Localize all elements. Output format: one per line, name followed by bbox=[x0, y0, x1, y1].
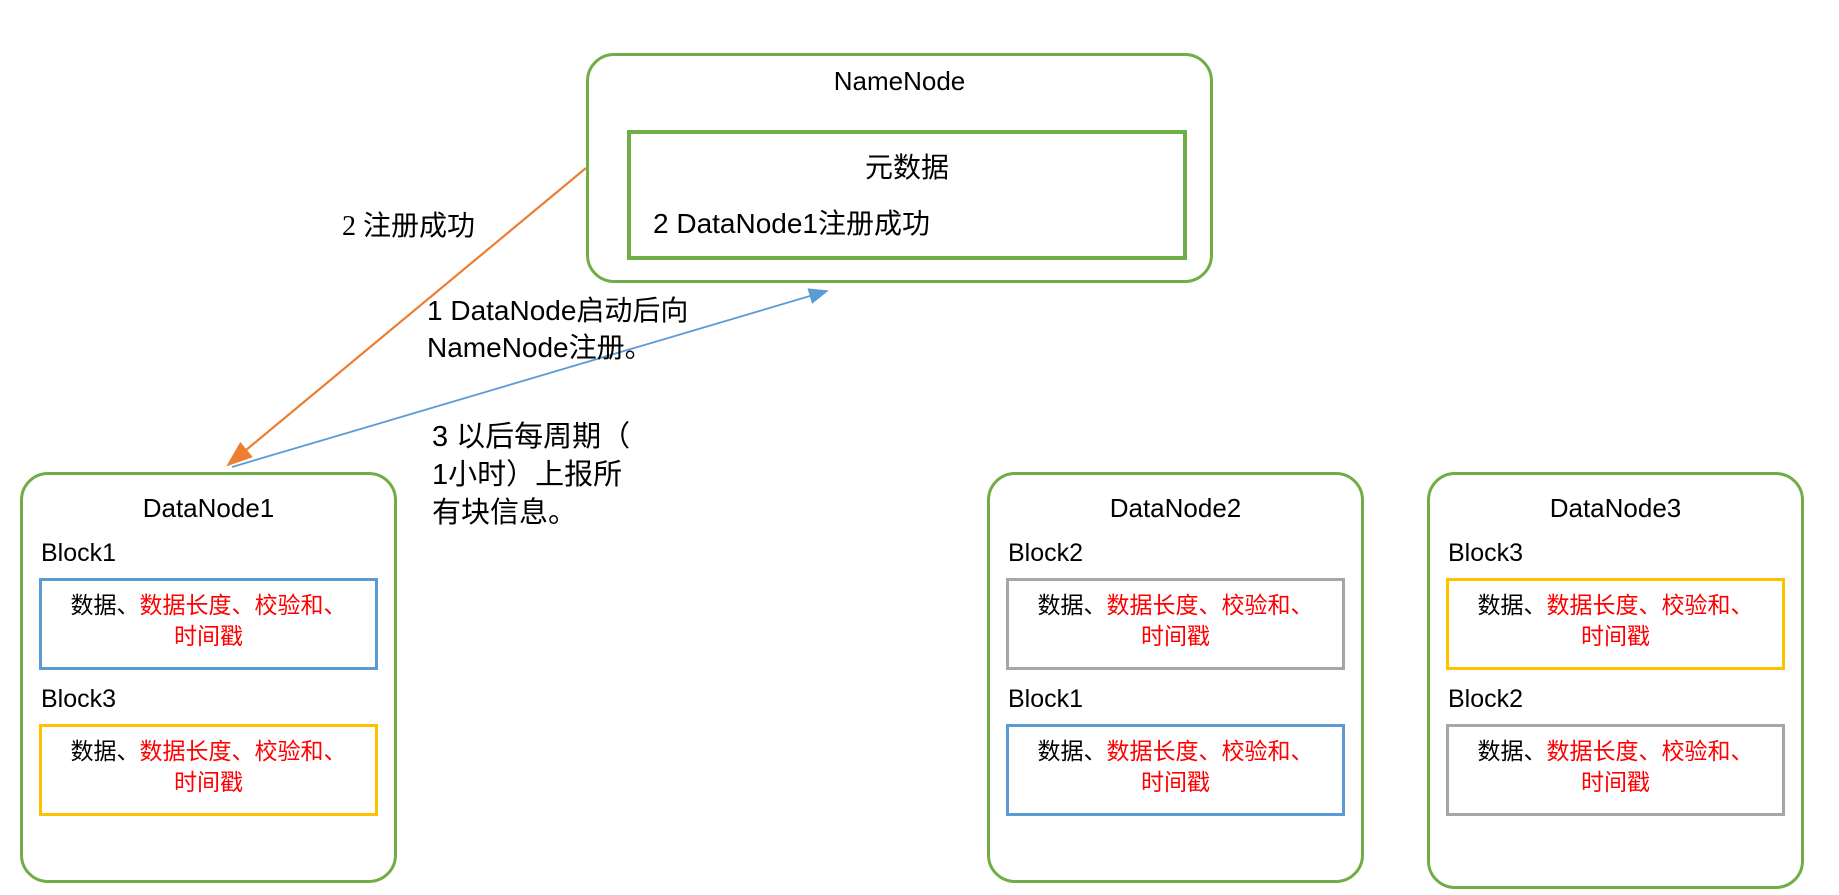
block-content-prefix: 数据、 bbox=[70, 738, 140, 764]
metadata-box: 元数据 2 DataNode1注册成功 bbox=[627, 130, 1187, 260]
block-content-line1: 数据、数据长度、校验和、 bbox=[1453, 590, 1778, 621]
block-content-box: 数据、数据长度、校验和、 时间戳 bbox=[1006, 578, 1345, 670]
block-label: Block1 bbox=[1008, 685, 1084, 713]
block-content-line2: 时间戳 bbox=[174, 769, 243, 795]
block-content-prefix: 数据、 bbox=[1477, 738, 1547, 764]
block-content-box: 数据、数据长度、校验和、 时间戳 bbox=[1446, 724, 1785, 816]
block-entry: Block2 数据、数据长度、校验和、 时间戳 bbox=[1446, 685, 1785, 816]
block-content-fields: 数据长度、校验和、 bbox=[1546, 592, 1754, 618]
block-entry: Block3 数据、数据长度、校验和、 时间戳 bbox=[1446, 539, 1785, 670]
block-label: Block3 bbox=[1448, 539, 1524, 567]
block-label: Block1 bbox=[41, 539, 117, 567]
label-register-success: 2 注册成功 bbox=[342, 211, 476, 242]
block-entry: Block3 数据、数据长度、校验和、 时间戳 bbox=[39, 685, 378, 816]
block-content-prefix: 数据、 bbox=[1037, 592, 1107, 618]
block-label: Block2 bbox=[1008, 539, 1084, 567]
label-register-request: 1 DataNode启动后向 NameNode注册。 bbox=[427, 292, 688, 366]
block-content-fields: 数据长度、校验和、 bbox=[1106, 592, 1314, 618]
namenode-title: NameNode bbox=[833, 66, 966, 96]
label-register-request-line2: NameNode注册。 bbox=[427, 332, 653, 363]
block-content-line1: 数据、数据长度、校验和、 bbox=[1013, 590, 1338, 621]
metadata-label: 元数据 bbox=[864, 153, 949, 184]
block-content-box: 数据、数据长度、校验和、 时间戳 bbox=[39, 724, 378, 816]
block-label: Block3 bbox=[41, 685, 117, 713]
block-content-line1: 数据、数据长度、校验和、 bbox=[46, 590, 371, 621]
datanode1-title: DataNode1 bbox=[142, 493, 275, 523]
label-register-request-line1: 1 DataNode启动后向 bbox=[427, 295, 689, 326]
datanode2-box: DataNode2 Block2 数据、数据长度、校验和、 时间戳 Block1… bbox=[987, 472, 1364, 883]
block-content-prefix: 数据、 bbox=[70, 592, 140, 618]
block-entry: Block1 数据、数据长度、校验和、 时间戳 bbox=[39, 539, 378, 670]
block-content-box: 数据、数据长度、校验和、 时间戳 bbox=[39, 578, 378, 670]
block-label: Block2 bbox=[1448, 685, 1524, 713]
block-content-line2: 时间戳 bbox=[1581, 623, 1650, 649]
block-content-line2: 时间戳 bbox=[1141, 623, 1210, 649]
block-content-line2: 时间戳 bbox=[1581, 769, 1650, 795]
label-periodic-report-line2: 1小时）上报所 bbox=[432, 459, 623, 491]
label-periodic-report-line1: 3 以后每周期（ bbox=[432, 421, 631, 453]
label-periodic-report-line3: 有块信息。 bbox=[432, 497, 578, 529]
block-content-fields: 数据长度、校验和、 bbox=[139, 738, 347, 764]
datanode1-box: DataNode1 Block1 数据、数据长度、校验和、 时间戳 Block3… bbox=[20, 472, 397, 883]
block-content-prefix: 数据、 bbox=[1037, 738, 1107, 764]
block-content-box: 数据、数据长度、校验和、 时间戳 bbox=[1446, 578, 1785, 670]
registration-success-note: 2 DataNode1注册成功 bbox=[653, 208, 931, 239]
block-content-fields: 数据长度、校验和、 bbox=[1106, 738, 1314, 764]
block-content-line2: 时间戳 bbox=[174, 623, 243, 649]
block-content-line2: 时间戳 bbox=[1141, 769, 1210, 795]
datanode3-box: DataNode3 Block3 数据、数据长度、校验和、 时间戳 Block2… bbox=[1427, 472, 1804, 889]
block-content-fields: 数据长度、校验和、 bbox=[1546, 738, 1754, 764]
block-content-box: 数据、数据长度、校验和、 时间戳 bbox=[1006, 724, 1345, 816]
block-content-fields: 数据长度、校验和、 bbox=[139, 592, 347, 618]
block-content-prefix: 数据、 bbox=[1477, 592, 1547, 618]
block-content-line1: 数据、数据长度、校验和、 bbox=[1453, 736, 1778, 767]
datanode3-title: DataNode3 bbox=[1549, 493, 1682, 523]
block-content-line1: 数据、数据长度、校验和、 bbox=[1013, 736, 1338, 767]
block-entry: Block2 数据、数据长度、校验和、 时间戳 bbox=[1006, 539, 1345, 670]
datanode2-title: DataNode2 bbox=[1109, 493, 1242, 523]
block-entry: Block1 数据、数据长度、校验和、 时间戳 bbox=[1006, 685, 1345, 816]
block-content-line1: 数据、数据长度、校验和、 bbox=[46, 736, 371, 767]
namenode-box: NameNode 元数据 2 DataNode1注册成功 bbox=[586, 53, 1213, 283]
label-periodic-report: 3 以后每周期（ 1小时）上报所 有块信息。 bbox=[432, 418, 630, 532]
